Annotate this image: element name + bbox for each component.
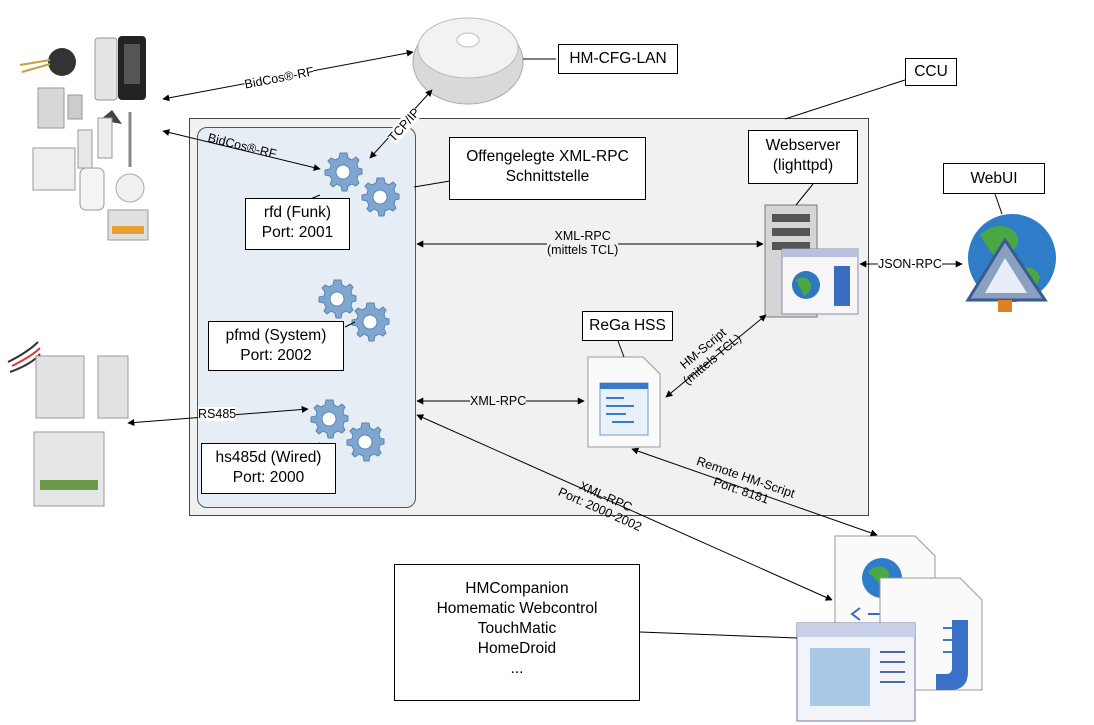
edge-label-xmlrpc-rega: XML-RPC — [470, 394, 527, 408]
rfd-box: rfd (Funk) Port: 2001 — [245, 198, 350, 250]
webserver-line1: Webserver — [765, 137, 841, 154]
xmlrpc-tcl-line2: (mittels TCL) — [547, 243, 619, 257]
rega-label: ReGa HSS — [582, 311, 673, 341]
server-icon — [764, 204, 859, 318]
rf-devices-photo — [10, 25, 160, 250]
lan-adapter-photo — [412, 17, 524, 105]
xmlrpc-interface-line2: Schnittstelle — [505, 168, 590, 185]
pfmd-name: pfmd (System) — [225, 327, 327, 344]
client-touchmatic: TouchMatic — [477, 620, 557, 637]
client-homedroid: HomeDroid — [477, 640, 557, 657]
document-icon — [587, 356, 661, 448]
globe-icon — [965, 214, 1056, 312]
rfd-port: Port: 2001 — [261, 224, 334, 241]
wired-devices-photo — [7, 330, 140, 510]
hs485d-port: Port: 2000 — [232, 469, 305, 486]
pfmd-port: Port: 2002 — [240, 347, 312, 364]
webserver-line2: (lighttpd) — [772, 157, 834, 174]
hs485d-box: hs485d (Wired) Port: 2000 — [201, 443, 336, 494]
ccu-label: CCU — [905, 58, 957, 86]
webserver-box: Webserver (lighttpd) — [748, 130, 858, 184]
hm-cfg-lan-label: HM-CFG-LAN — [558, 44, 678, 74]
client-more: ... — [510, 660, 524, 677]
xmlrpc-tcl-line1: XML-RPC — [554, 229, 611, 243]
rfd-name: rfd (Funk) — [263, 204, 332, 221]
clients-box: HMCompanion Homematic Webcontrol TouchMa… — [394, 564, 640, 701]
javascript-file-icon — [796, 535, 983, 722]
client-hmcompanion: HMCompanion — [465, 580, 569, 597]
hs485d-name: hs485d (Wired) — [215, 449, 322, 466]
edge-label-rs485: RS485 — [198, 407, 237, 421]
xmlrpc-interface-line1: Offengelegte XML-RPC — [466, 148, 629, 165]
edge-label-jsonrpc: JSON-RPC — [878, 257, 942, 271]
webui-label: WebUI — [943, 163, 1045, 194]
client-webcontrol: Homematic Webcontrol — [436, 600, 598, 617]
pfmd-box: pfmd (System) Port: 2002 — [208, 321, 344, 371]
edge-label-xmlrpc-tcl: XML-RPC (mittels TCL) — [547, 229, 619, 257]
xmlrpc-interface-box: Offengelegte XML-RPC Schnittstelle — [449, 137, 646, 200]
